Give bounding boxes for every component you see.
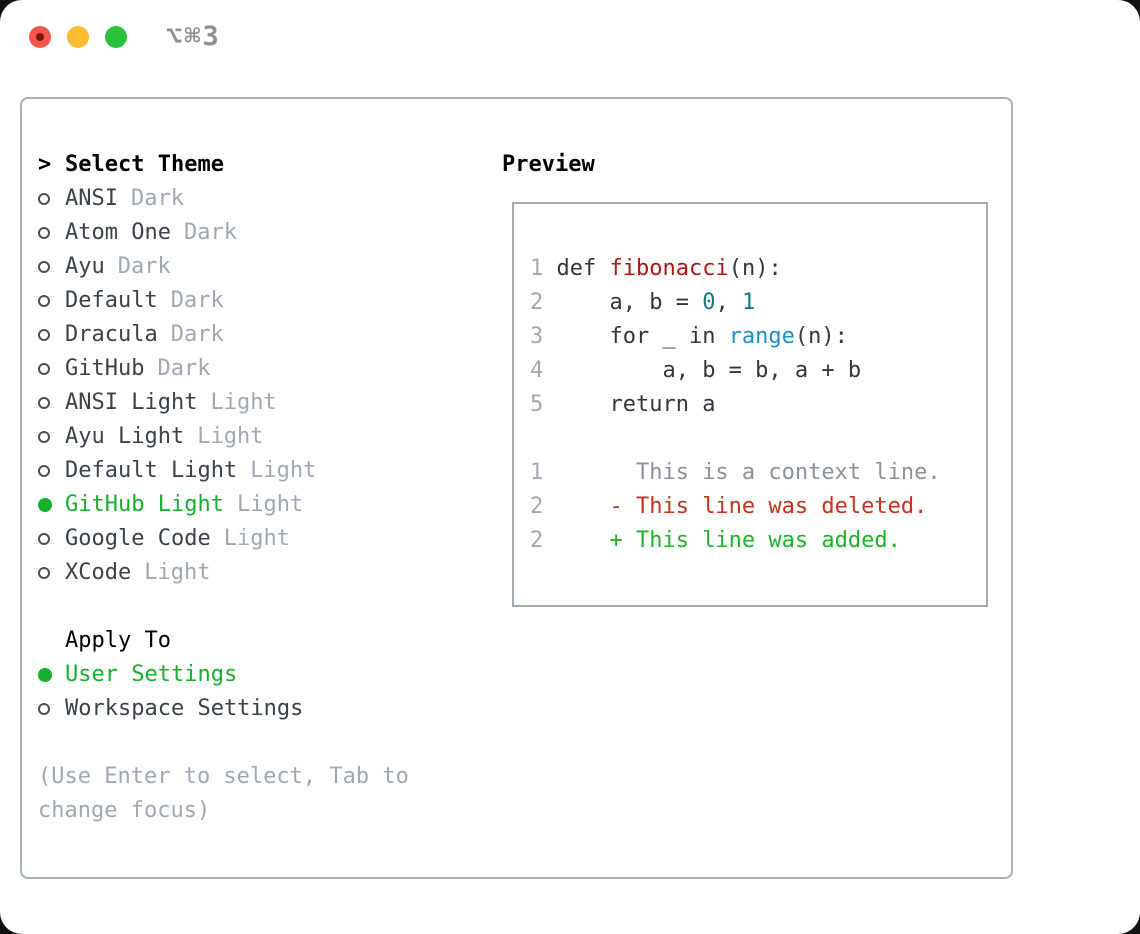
theme-variant-tag: Light: [236, 492, 304, 517]
preview-box: 1 def fibonacci(n): 2 a, b = 0, 1 3 for _ …: [512, 202, 988, 607]
selection-cursor-icon: >: [38, 152, 52, 177]
theme-variant-tag: Light: [144, 560, 211, 585]
theme-option[interactable]: Default Dark: [38, 284, 478, 318]
code-line: 1 def fibonacci(n):: [530, 256, 782, 281]
theme-name: GitHub Light: [65, 492, 224, 517]
theme-option[interactable]: Default Light Light: [38, 454, 478, 488]
theme-option[interactable]: ANSI Light Light: [38, 386, 478, 420]
theme-variant-tag: Dark: [170, 288, 224, 313]
radio-unselected-icon: [38, 567, 65, 579]
titlebar: ⌥⌘3: [0, 0, 1140, 76]
theme-name: Atom One: [65, 220, 171, 245]
theme-variant-tag: Light: [210, 390, 277, 415]
code-line: 3 for _ in range(n):: [530, 324, 848, 349]
hint-line: change focus): [38, 798, 211, 823]
theme-variant-tag: Dark: [157, 356, 211, 381]
theme-name: Ayu: [65, 254, 105, 279]
diff-line: 2 - This line was deleted.: [530, 494, 928, 519]
theme-name: GitHub: [65, 356, 145, 381]
radio-unselected-icon: [38, 295, 65, 307]
theme-option[interactable]: Atom One Dark: [38, 216, 478, 250]
code-line: 5 return a: [530, 392, 716, 417]
theme-name: Default Light: [65, 458, 238, 483]
theme-option[interactable]: GitHub Dark: [38, 352, 478, 386]
code-line: 4 a, b = b, a + b: [530, 358, 862, 383]
close-button[interactable]: [29, 26, 51, 48]
radio-unselected-icon: [38, 431, 65, 443]
theme-name: ANSI Light: [65, 390, 198, 415]
theme-option[interactable]: ANSI Dark: [38, 182, 478, 216]
theme-variant-tag: Dark: [170, 322, 224, 347]
preview-heading: Preview: [502, 152, 595, 177]
select-theme-heading: Select Theme: [65, 152, 224, 177]
select-theme-header-row: > Select Theme: [38, 148, 478, 182]
radio-unselected-icon: [38, 533, 65, 545]
apply-to-label: Workspace Settings: [65, 696, 304, 721]
radio-unselected-icon: [38, 465, 65, 477]
theme-option[interactable]: Ayu Light Light: [38, 420, 478, 454]
theme-option[interactable]: XCode Light: [38, 556, 478, 590]
theme-name: Google Code: [65, 526, 211, 551]
theme-option[interactable]: GitHub Light Light: [38, 488, 478, 522]
window-title: ⌥⌘3: [166, 21, 221, 52]
minimize-button[interactable]: [67, 26, 89, 48]
radio-unselected-icon: [38, 397, 65, 409]
radio-unselected-icon: [38, 703, 65, 715]
radio-unselected-icon: [38, 227, 65, 239]
preview-code: 1 def fibonacci(n): 2 a, b = 0, 1 3 for _ …: [514, 204, 986, 558]
theme-option[interactable]: Dracula Dark: [38, 318, 478, 352]
radio-unselected-icon: [38, 329, 65, 341]
apply-to-heading: Apply To: [65, 628, 171, 653]
hint-text: (Use Enter to select, Tab to change focus…: [38, 760, 478, 828]
zoom-button[interactable]: [105, 26, 127, 48]
radio-selected-icon: [38, 668, 65, 682]
theme-name: Ayu Light: [65, 424, 185, 449]
theme-name: XCode: [65, 560, 132, 585]
spacer-row: [38, 590, 478, 624]
hint-line: (Use Enter to select, Tab to: [38, 764, 409, 789]
theme-variant-tag: Light: [250, 458, 317, 483]
theme-variant-tag: Light: [223, 526, 290, 551]
theme-option[interactable]: Google Code Light: [38, 522, 478, 556]
spacer-row: [38, 726, 478, 760]
preview-header-row: Preview: [502, 148, 595, 182]
close-dot-icon: [36, 33, 44, 41]
diff-line: 1 This is a context line.: [530, 460, 941, 485]
theme-variant-tag: Dark: [183, 220, 237, 245]
apply-to-option[interactable]: Workspace Settings: [38, 692, 478, 726]
radio-selected-icon: [38, 498, 65, 512]
apply-to-label: User Settings: [65, 662, 238, 687]
theme-name: Dracula: [65, 322, 158, 347]
theme-option[interactable]: Ayu Dark: [38, 250, 478, 284]
code-line: 2 a, b = 0, 1: [530, 290, 756, 315]
theme-name: ANSI: [65, 186, 118, 211]
theme-variant-tag: Dark: [117, 254, 171, 279]
apply-to-option[interactable]: User Settings: [38, 658, 478, 692]
apply-to-header-row: Apply To: [38, 624, 478, 658]
blank-line: [530, 422, 976, 456]
theme-name: Default: [65, 288, 158, 313]
radio-unselected-icon: [38, 261, 65, 273]
radio-unselected-icon: [38, 363, 65, 375]
theme-variant-tag: Light: [197, 424, 264, 449]
diff-line: 2 + This line was added.: [530, 528, 901, 553]
theme-variant-tag: Dark: [130, 186, 184, 211]
radio-unselected-icon: [38, 193, 65, 205]
